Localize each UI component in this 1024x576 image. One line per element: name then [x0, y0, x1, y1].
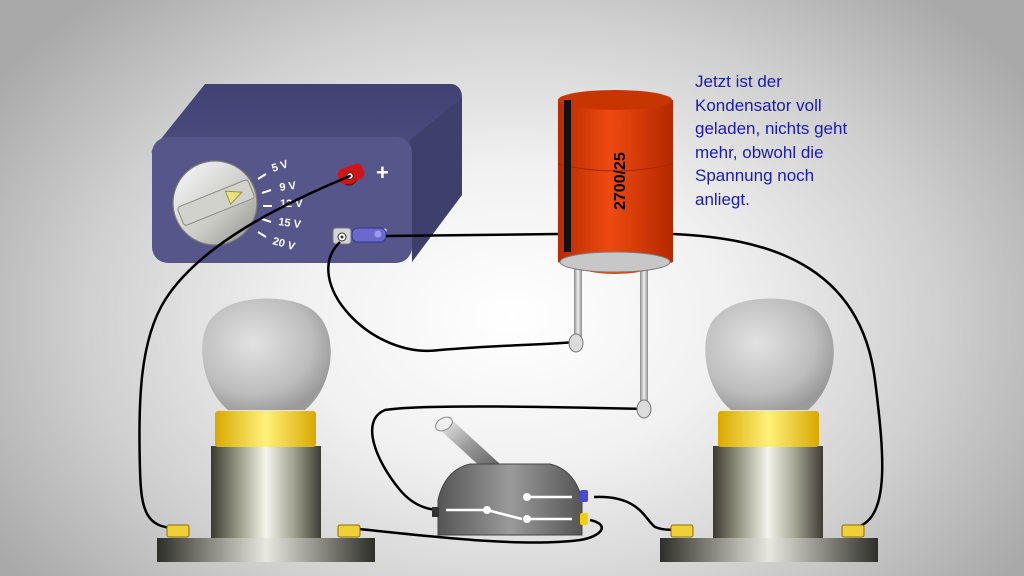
right-bulb: [660, 298, 878, 562]
caption-line: mehr, obwohl die: [695, 142, 824, 162]
caption-line: geladen, nichts geht: [695, 119, 848, 138]
left-bulb-holder: [211, 446, 321, 538]
left-bulb-socket: [215, 411, 316, 447]
wire-capacitor-leg-to-switch: [370, 405, 646, 512]
voltage-knob[interactable]: [172, 160, 258, 246]
switch-terminal-yellow: [580, 513, 588, 525]
minus-symbol: -: [380, 216, 387, 241]
caption-line: Kondensator voll: [695, 95, 822, 115]
voltage-label-15v: 15 V: [278, 216, 303, 231]
right-bulb-glass: [705, 298, 834, 410]
left-bulb-terminal-left: [166, 524, 190, 538]
caption-line: Jetzt ist der: [695, 72, 782, 91]
knob-grip[interactable]: [177, 179, 255, 226]
wire-minus-to-capacitor: [385, 232, 559, 238]
left-bulb: [157, 298, 375, 562]
capacitor-leg-left: [574, 262, 582, 344]
wire-minus-to-capacitor-leg: [327, 241, 577, 353]
capacitor-leg-right-end: [636, 399, 652, 419]
positive-terminal-plug[interactable]: [336, 162, 366, 186]
power-supply-side: [410, 98, 462, 262]
capacitor-leg-right: [640, 262, 648, 408]
switch-contact-dots: [483, 493, 531, 523]
voltage-scale-ticks: [257, 173, 272, 238]
switch-lever[interactable]: [438, 420, 500, 470]
capacitor-base: [559, 251, 671, 273]
capacitor-label: 2700/25: [612, 152, 629, 210]
capacitor-leg-left-end: [568, 333, 584, 353]
knob-pointer-icon: [224, 190, 243, 206]
caption-line: Spannung noch: [695, 166, 815, 185]
right-bulb-base-plate: [660, 538, 878, 562]
plus-symbol: +: [376, 160, 389, 185]
switch-terminal-left: [432, 507, 439, 517]
right-bulb-holder: [713, 446, 823, 538]
wire-plus-to-left-bulb: [138, 174, 351, 530]
switch-terminal-blue: [580, 490, 588, 502]
negative-terminal-plug[interactable]: [332, 227, 387, 245]
left-bulb-base-plate: [157, 538, 375, 562]
voltage-label-12v: 12 V: [280, 198, 303, 210]
capacitor-top: [558, 90, 672, 110]
capacitor: 2700/25: [557, 90, 674, 419]
right-bulb-terminal-right: [841, 524, 865, 538]
wire-switch-to-right-bulb: [593, 495, 684, 531]
switch-body[interactable]: [437, 463, 583, 536]
capacitor-body: [558, 100, 673, 274]
capacitor-polarity-stripe: [564, 100, 571, 252]
power-supply: 5 V 9 V 12 V 15 V 20 V + -: [151, 84, 462, 263]
left-bulb-terminal-right: [337, 524, 361, 538]
explanation-caption: Jetzt ist der Kondensator voll geladen, …: [695, 70, 895, 211]
switch-symbol-icon: [446, 495, 572, 521]
left-bulb-glass: [202, 298, 331, 410]
voltage-label-9v: 9 V: [279, 180, 298, 194]
voltage-label-5v: 5 V: [270, 158, 290, 175]
wire-left-bulb-to-switch: [348, 518, 604, 544]
wire-capacitor-to-right-bulb: [672, 232, 884, 530]
caption-line: anliegt.: [695, 189, 750, 209]
right-bulb-terminal-left: [670, 524, 694, 538]
right-bulb-socket: [718, 411, 819, 447]
toggle-switch[interactable]: [432, 414, 588, 536]
